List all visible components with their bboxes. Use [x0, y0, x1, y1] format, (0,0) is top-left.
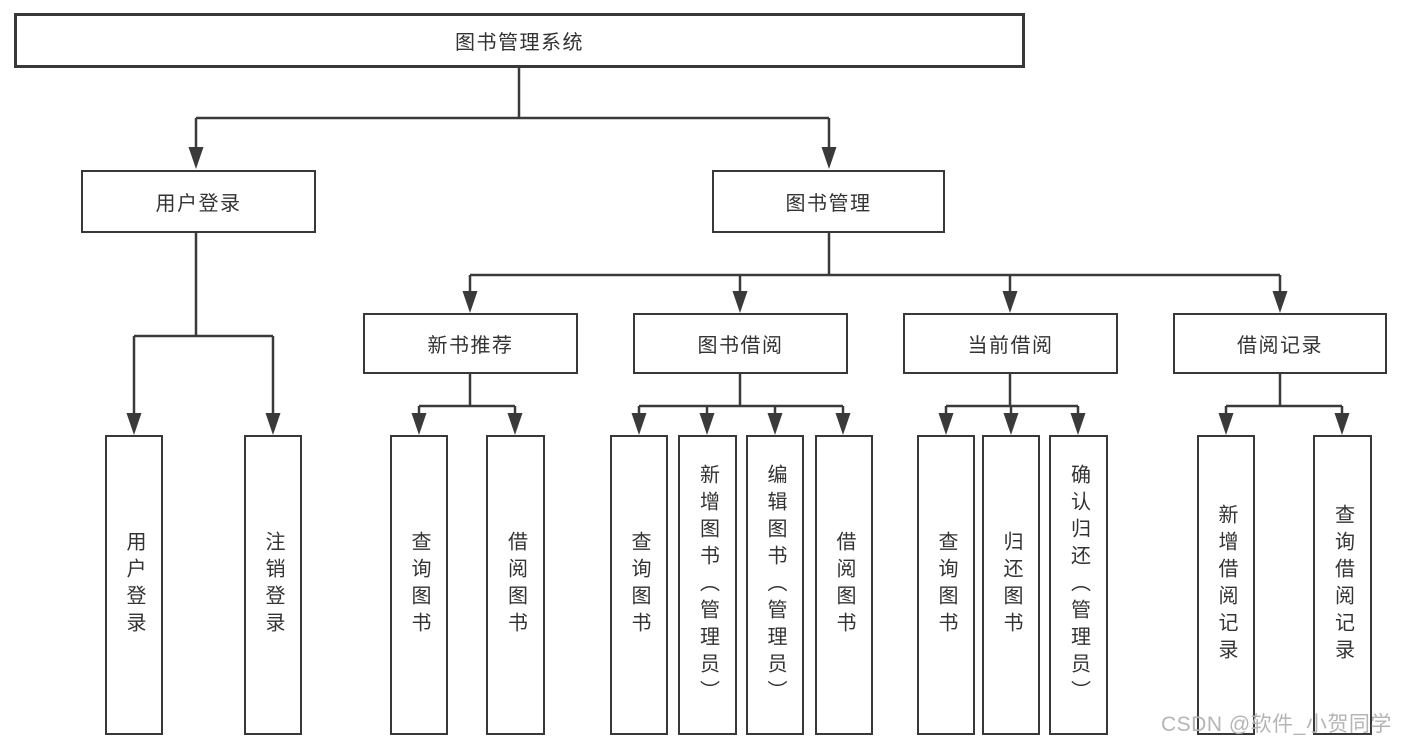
edge-root-to-level2 — [188, 68, 837, 169]
leaf-confirm-return-admin: 确认归还（管理员） — [1049, 435, 1108, 735]
node-book-borrowing: 图书借阅 — [633, 313, 848, 374]
node-label: 图书借阅 — [697, 335, 784, 357]
node-label: 用户登录 — [123, 531, 145, 639]
edge-book-borrowing-to-leaves — [631, 374, 851, 435]
node-library-system: 图书管理系统 — [14, 13, 1025, 68]
node-label: 借阅图书 — [504, 531, 527, 639]
leaf-borrow-books-recommend: 借阅图书 — [486, 435, 545, 735]
leaf-add-books-admin: 新增图书（管理员） — [678, 435, 737, 735]
node-label: 确认归还（管理员） — [1067, 463, 1090, 707]
node-label: 注销登录 — [262, 531, 284, 639]
node-label: 当前借阅 — [967, 335, 1054, 357]
leaf-query-books-recommend: 查询图书 — [390, 435, 448, 735]
node-label: 新增图书（管理员） — [696, 463, 719, 707]
leaf-query-books-current: 查询图书 — [917, 435, 975, 735]
leaf-logout-login: 注销登录 — [244, 435, 302, 735]
node-borrowing-records: 借阅记录 — [1173, 313, 1387, 374]
node-label: 借阅记录 — [1237, 335, 1323, 357]
node-user-login: 用户登录 — [81, 170, 316, 233]
node-label: 查询图书 — [628, 531, 650, 639]
node-label: 新书推荐 — [427, 335, 514, 357]
node-label: 查询图书 — [935, 531, 957, 639]
csdn-watermark: CSDN @软件_小贺同学 — [1161, 713, 1392, 736]
leaf-edit-books-admin: 编辑图书（管理员） — [746, 435, 804, 735]
node-label: 查询图书 — [408, 531, 430, 639]
leaf-add-borrow-record: 新增借阅记录 — [1197, 435, 1255, 735]
leaf-borrow-books-borrowing: 借阅图书 — [815, 435, 873, 735]
edge-current-borrowing-to-leaves — [938, 374, 1086, 435]
node-label: 归还图书 — [1000, 531, 1022, 639]
node-book-management: 图书管理 — [712, 170, 945, 233]
edge-borrowing-records-to-leaves — [1218, 374, 1350, 435]
node-current-borrowing: 当前借阅 — [903, 313, 1118, 374]
node-label: 图书管理系统 — [455, 32, 584, 54]
node-new-book-recommendation: 新书推荐 — [363, 313, 578, 374]
edge-book-management-to-level3 — [462, 233, 1288, 313]
node-label: 图书管理 — [785, 193, 872, 215]
node-label: 借阅图书 — [833, 531, 855, 639]
leaf-user-login: 用户登录 — [105, 435, 163, 735]
node-label: 新增借阅记录 — [1215, 504, 1237, 666]
edge-user-login-to-leaves — [126, 233, 281, 435]
leaf-query-borrow-record: 查询借阅记录 — [1313, 435, 1372, 735]
leaf-query-books-borrowing: 查询图书 — [610, 435, 668, 735]
leaf-return-books: 归还图书 — [982, 435, 1040, 735]
edge-new-book-recommendation-to-leaves — [411, 374, 523, 435]
node-label: 用户登录 — [155, 193, 242, 215]
node-label: 查询借阅记录 — [1331, 504, 1354, 666]
node-label: 编辑图书（管理员） — [764, 463, 786, 707]
